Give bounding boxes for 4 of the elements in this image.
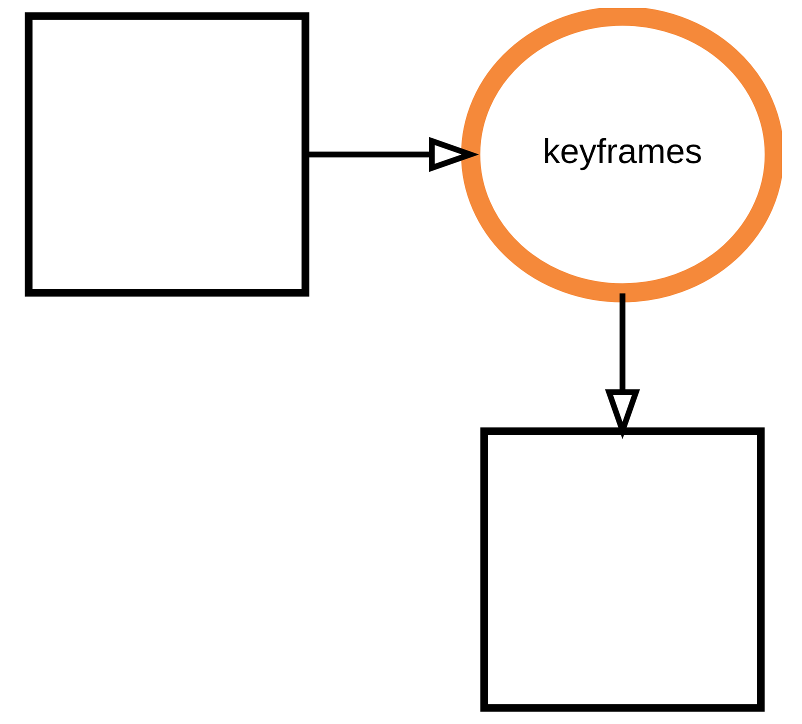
node-box xyxy=(480,427,764,712)
arrow xyxy=(604,293,640,440)
node-box xyxy=(24,12,309,297)
node-circle: keyframes xyxy=(460,8,782,302)
